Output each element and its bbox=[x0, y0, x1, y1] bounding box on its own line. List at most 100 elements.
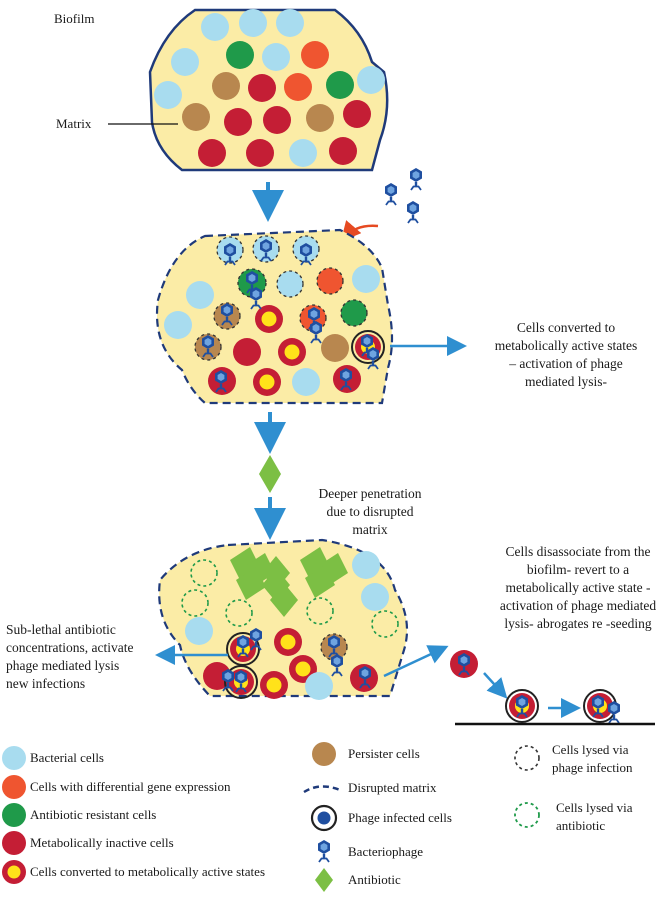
converted-cell-core bbox=[284, 344, 300, 360]
process-arrow bbox=[483, 672, 508, 699]
bacteriophage-icon bbox=[406, 200, 420, 224]
bacterial-cell bbox=[352, 551, 380, 579]
phage-infected-ring bbox=[224, 665, 258, 699]
antibiotic-lysed-cell bbox=[225, 599, 253, 627]
antibiotic-icon bbox=[305, 565, 335, 598]
metabolically-inactive-cell bbox=[233, 338, 261, 366]
legend-label-bacterial: Bacterial cells bbox=[30, 750, 104, 765]
persister-cell bbox=[306, 104, 334, 132]
phage-lysed-cell bbox=[276, 270, 304, 298]
bacterial-cell bbox=[201, 13, 229, 41]
svg-text:lysis- abrogates re -seeding: lysis- abrogates re -seeding bbox=[504, 616, 652, 631]
stage3-antibiotics bbox=[230, 547, 348, 617]
bacterial-cell bbox=[305, 672, 333, 700]
phage-infected-ring bbox=[351, 330, 385, 364]
svg-text:biofilm- revert to a: biofilm- revert to a bbox=[527, 562, 629, 577]
bacterial-cell bbox=[292, 368, 320, 396]
metabolically-inactive-cell bbox=[198, 139, 226, 167]
bacterial-cell bbox=[352, 265, 380, 293]
penetration-annotation: Deeper penetration due to disrupted matr… bbox=[318, 486, 421, 537]
antibiotic-lysed-cell bbox=[306, 597, 334, 625]
phage-lysed-cell bbox=[316, 267, 344, 295]
converted-cell-core bbox=[261, 311, 277, 327]
legend-label-inactive: Metabolically inactive cells bbox=[30, 835, 174, 850]
matrix-label: Matrix bbox=[56, 116, 92, 131]
svg-text:phage mediated lysis: phage mediated lysis bbox=[6, 658, 119, 673]
metabolically-inactive-cell bbox=[263, 106, 291, 134]
svg-text:due to disrupted: due to disrupted bbox=[327, 504, 414, 519]
persister-cell bbox=[321, 334, 349, 362]
metabolically-inactive-cell bbox=[343, 100, 371, 128]
svg-text:concentrations, activate: concentrations, activate bbox=[6, 640, 133, 655]
metabolically-inactive-cell bbox=[246, 139, 274, 167]
metabolically-inactive-cell bbox=[203, 662, 231, 690]
bacterial-cell bbox=[186, 281, 214, 309]
antibiotic-icon bbox=[270, 583, 298, 617]
legend-label-persister: Persister cells bbox=[348, 746, 420, 761]
bacteriophage-icon bbox=[384, 182, 398, 206]
bacterial-cell bbox=[164, 311, 192, 339]
bacterial-cell bbox=[357, 66, 385, 94]
antibiotic-icon bbox=[236, 567, 266, 600]
legend-swatch-lysed-phage bbox=[514, 745, 540, 771]
legend-swatch-phage-infected-core bbox=[317, 811, 331, 825]
converted-cell-core bbox=[266, 677, 282, 693]
svg-text:– activation of phage: – activation of phage bbox=[508, 356, 623, 371]
antibiotic-resistant-cell bbox=[326, 71, 354, 99]
legend-swatch-lysed-antibiotic bbox=[514, 802, 540, 828]
converted-cell-core bbox=[295, 661, 311, 677]
legend-swatch-converted-core bbox=[7, 865, 21, 879]
bacterial-cell bbox=[239, 9, 267, 37]
antibiotic-resistant-cell bbox=[226, 41, 254, 69]
legend-label-lysed-phage-1: Cells lysed via bbox=[552, 742, 629, 757]
legend-label-lysed-phage-2: phage infection bbox=[552, 760, 633, 775]
bacterial-cell bbox=[185, 617, 213, 645]
biofilm-label: Biofilm bbox=[54, 11, 94, 26]
bacterial-cell bbox=[361, 583, 389, 611]
metabolically-inactive-cell bbox=[329, 137, 357, 165]
detach-arrow bbox=[383, 645, 449, 678]
legend-swatch-persister bbox=[312, 742, 336, 766]
stage2-annotation: Cells converted to metabolically active … bbox=[495, 320, 637, 389]
disassociate-annotation: Cells disassociate from the biofilm- rev… bbox=[500, 544, 657, 631]
antibiotic-icon bbox=[259, 455, 281, 493]
svg-text:Cells converted to: Cells converted to bbox=[517, 320, 615, 335]
persister-cell bbox=[182, 103, 210, 131]
differential-expression-cell bbox=[284, 73, 312, 101]
metabolically-inactive-cell bbox=[248, 74, 276, 102]
legend-label-converted: Cells converted to metabolically active … bbox=[30, 864, 265, 879]
antibiotic-lysed-cell bbox=[181, 589, 209, 617]
persister-cell bbox=[212, 72, 240, 100]
phage-lysed-cell bbox=[340, 299, 368, 327]
svg-text:matrix: matrix bbox=[352, 522, 387, 537]
bacterial-cell bbox=[276, 9, 304, 37]
legend-swatch-bacteriophage bbox=[317, 839, 331, 863]
legend-label-lysed-antibiotic-2: antibiotic bbox=[556, 818, 605, 833]
svg-text:Deeper penetration: Deeper penetration bbox=[318, 486, 421, 501]
svg-text:metabolically active states: metabolically active states bbox=[495, 338, 637, 353]
antibiotic-lysed-cell bbox=[190, 559, 218, 587]
svg-text:Cells disassociate from the: Cells disassociate from the bbox=[505, 544, 650, 559]
legend: Bacterial cells Cells with differential … bbox=[2, 742, 633, 892]
phage-infected-ring bbox=[505, 689, 539, 723]
legend-swatch-differential bbox=[2, 775, 26, 799]
svg-text:activation of phage mediated: activation of phage mediated bbox=[500, 598, 657, 613]
legend-label-antibiotic: Antibiotic bbox=[348, 872, 401, 887]
sublethal-annotation: Sub-lethal antibiotic concentrations, ac… bbox=[6, 622, 133, 691]
metabolically-inactive-cell bbox=[224, 108, 252, 136]
disrupted-matrix-stage3 bbox=[158, 538, 409, 698]
bacteriophage-icon bbox=[409, 167, 423, 191]
legend-label-bacteriophage: Bacteriophage bbox=[348, 844, 423, 859]
legend-label-resistant: Antibiotic resistant cells bbox=[30, 807, 156, 822]
svg-text:mediated lysis-: mediated lysis- bbox=[525, 374, 608, 389]
svg-text:Sub-lethal antibiotic: Sub-lethal antibiotic bbox=[6, 622, 116, 637]
legend-swatch-bacterial bbox=[2, 746, 26, 770]
intact-biofilm-cells bbox=[154, 9, 385, 167]
converted-cell-core bbox=[259, 374, 275, 390]
bacterial-cell bbox=[154, 81, 182, 109]
legend-swatch-resistant bbox=[2, 803, 26, 827]
svg-text:new infections: new infections bbox=[6, 676, 85, 691]
bacterial-cell bbox=[171, 48, 199, 76]
